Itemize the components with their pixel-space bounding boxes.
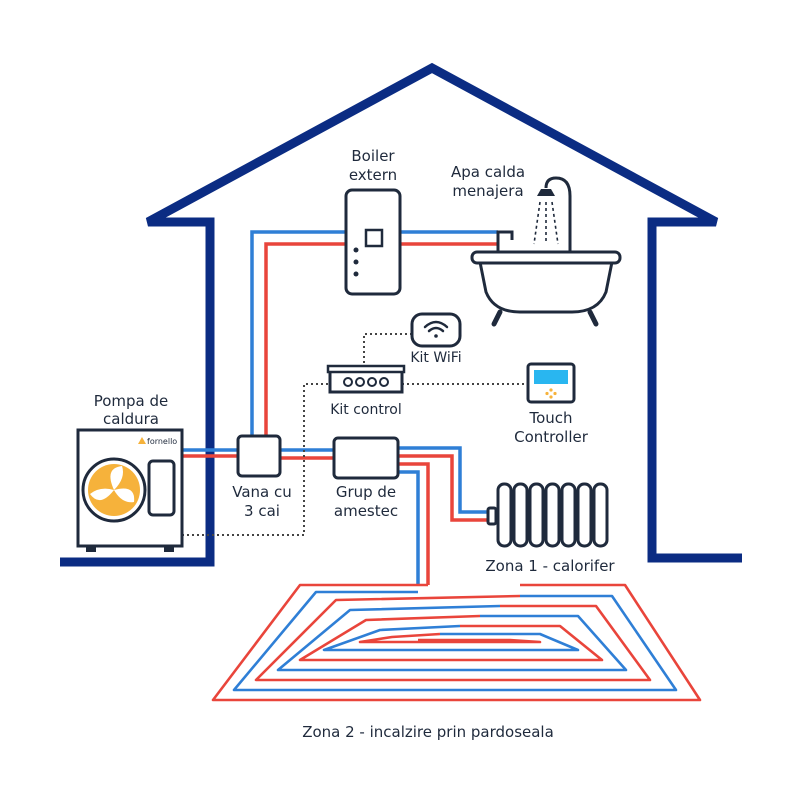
hot-water-label-2: menajera [452,182,523,200]
zone1-label: Zona 1 - calorifer [485,557,615,575]
heat-pump-label-1: Pompa de [94,392,169,410]
mixing-group [332,436,400,480]
control-wiring [182,333,528,536]
mixing-group-label-1: Grup de [336,483,396,501]
touch-controller-label-1: Touch [528,409,572,427]
heat-pump-label-2: caldura [103,410,159,428]
pipe-mix-to-floor-hot [398,462,430,585]
valve-label-1: Vana cu [232,483,292,501]
pipe-mix-to-radiator-cold [398,446,500,514]
radiator-icon [486,482,609,548]
mixing-group-label-2: amestec [334,502,398,520]
wifi-kit-label: Kit WiFi [410,350,461,366]
controller-buttons-icon [545,388,557,399]
pipe-hot-boiler-loop [182,242,498,458]
brand-logo-icon [138,437,146,444]
touch-controller [526,362,576,404]
fan-icon [88,464,140,516]
control-kit-label: Kit control [330,402,402,418]
boiler-label-1: Boiler [351,147,395,165]
floor-heating-spiral [211,583,702,702]
three-way-valve [236,434,282,478]
heat-pump-unit: fornello [76,428,184,552]
wifi-icon [423,320,449,338]
pipe-mix-to-floor-cold [398,470,420,585]
external-boiler [344,188,402,296]
control-kit [326,364,406,394]
boiler-label-2: extern [349,166,397,184]
zone2-label: Zona 2 - incalzire prin pardoseala [302,723,554,741]
valve-label-2: 3 cai [244,502,280,520]
touch-controller-label-2: Controller [514,428,589,446]
hot-water-label-1: Apa calda [451,163,525,181]
wifi-kit [410,312,462,348]
brand-logo-text: fornello [147,437,177,446]
bathtub-icon [470,230,622,327]
shower-icon [533,176,572,252]
pipe-mix-to-radiator-hot [398,454,500,522]
